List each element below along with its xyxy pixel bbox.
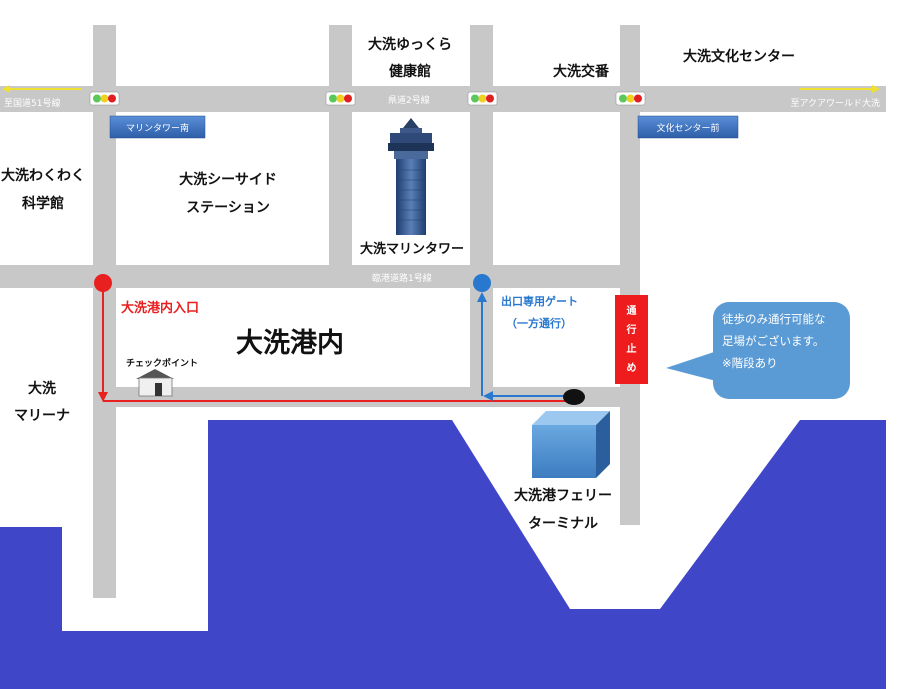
exit-route — [473, 274, 572, 401]
yukkura-label-line1: 大洗ゆっくら — [368, 36, 452, 53]
callout-line2: 足場がございます。 — [722, 334, 825, 348]
police-box-label: 大洗交番 — [553, 63, 610, 80]
ferry-terminal-label-line2: ターミナル — [528, 516, 598, 532]
west-direction-arrow — [2, 85, 82, 93]
road-inner — [470, 25, 493, 390]
entrance-route — [94, 274, 576, 402]
traffic-light-icon — [325, 91, 356, 106]
marine-tower-label: 大洗マリンタワー — [360, 241, 464, 257]
marina-label-line1: 大洗 — [28, 380, 56, 397]
bus-stop-label: 文化センター前 — [656, 122, 719, 134]
road-east — [620, 25, 640, 525]
entrance-label: 大洗港内入口 — [121, 300, 199, 316]
seaside-label-line1: 大洗シーサイド — [179, 171, 277, 188]
ferry-terminal-icon — [532, 411, 610, 478]
checkpoint-label: チェックポイント — [126, 357, 198, 369]
exit-marker — [473, 274, 491, 292]
traffic-light-icon — [467, 91, 498, 106]
walkway-callout — [666, 302, 850, 399]
west-road-label: 至国道51号線 — [4, 97, 60, 109]
center-road-label: 県道2号線 — [388, 94, 430, 106]
wakuwaku-label-line2: 科学館 — [22, 195, 64, 212]
road-closed-sign: 通 行 止 め — [615, 295, 648, 384]
road-closed-char: め — [627, 362, 637, 374]
seaside-label-line2: ステーション — [186, 200, 270, 216]
callout-line1: 徒歩のみ通行可能な — [722, 312, 826, 326]
port-road-label: 臨港道路1号線 — [372, 272, 432, 284]
callout-line3: ※階段あり — [722, 356, 778, 370]
road-closed-char: 止 — [627, 342, 637, 355]
road-closed-char: 通 — [627, 305, 637, 317]
bus-stop-culture-center-front: 文化センター前 — [637, 115, 739, 139]
road-network — [0, 25, 886, 598]
road-west — [93, 25, 116, 598]
ferry-junction-marker — [563, 389, 585, 405]
exit-gate-label-line2: （一方通行） — [506, 316, 572, 330]
east-direction-arrow — [800, 85, 880, 93]
entrance-marker — [94, 274, 112, 292]
marine-tower-icon — [388, 118, 434, 235]
bus-stop-marine-tower-south: マリンタワー南 — [109, 115, 206, 139]
port-area-label: 大洗港内 — [236, 328, 344, 359]
road-closed-char: 行 — [626, 323, 637, 336]
yukkura-label-line2: 健康館 — [389, 63, 431, 80]
sea — [0, 420, 886, 689]
checkpoint-booth-icon — [136, 369, 174, 397]
bus-stop-label: マリンタワー南 — [126, 122, 189, 134]
exit-gate-label-line1: 出口専用ゲート — [501, 294, 578, 308]
east-road-label: 至アクアワールド大洗 — [790, 97, 880, 109]
road-center — [329, 25, 352, 265]
wakuwaku-label-line1: 大洗わくわく — [1, 167, 85, 184]
culture-center-label: 大洗文化センター — [683, 48, 795, 65]
traffic-light-icon — [615, 91, 646, 106]
prefectural-road-2 — [0, 86, 886, 112]
traffic-light-icon — [89, 91, 120, 106]
callout-text: 徒歩のみ通行可能な 足場がございます。 ※階段あり — [722, 308, 852, 374]
marina-label-line2: マリーナ — [14, 408, 70, 424]
ferry-terminal-label-line1: 大洗港フェリー — [514, 487, 612, 504]
